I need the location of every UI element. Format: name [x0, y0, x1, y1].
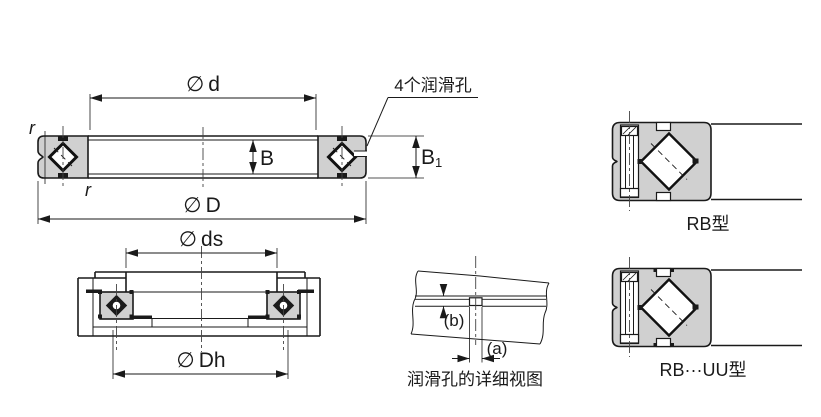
main-section-view: ∅d B B1 ∅D r r 4个润滑孔 — [29, 73, 478, 224]
dim-label-a: (a) — [487, 339, 508, 358]
dim-label-housing: ∅Dh — [176, 349, 225, 372]
dim-label-bore: ∅d — [186, 73, 220, 96]
mounting-example-view: ∅ds ∅Dh — [77, 228, 321, 379]
lube-hole-detail-view: (b) (a) 润滑孔的详细视图 — [407, 256, 550, 389]
lube-note-label: 4个润滑孔 — [394, 76, 471, 95]
dim-label-shaft: ∅ds — [179, 228, 223, 251]
rb-type-label: RB型 — [686, 214, 729, 234]
rbuu-type-label: RB···UU型 — [660, 360, 747, 380]
rb-type-view: RB型 — [611, 111, 802, 234]
chamfer-label-bottom: r — [85, 180, 92, 200]
chamfer-label-top: r — [29, 118, 36, 138]
dim-label-b: (b) — [444, 311, 465, 330]
dim-label-B1: B1 — [421, 146, 442, 170]
rbuu-type-view: RB···UU型 — [611, 257, 802, 380]
lube-hole — [354, 151, 368, 157]
dim-label-B: B — [260, 147, 274, 170]
dim-label-outer: ∅D — [183, 194, 220, 217]
detail-view-caption: 润滑孔的详细视图 — [407, 370, 543, 389]
